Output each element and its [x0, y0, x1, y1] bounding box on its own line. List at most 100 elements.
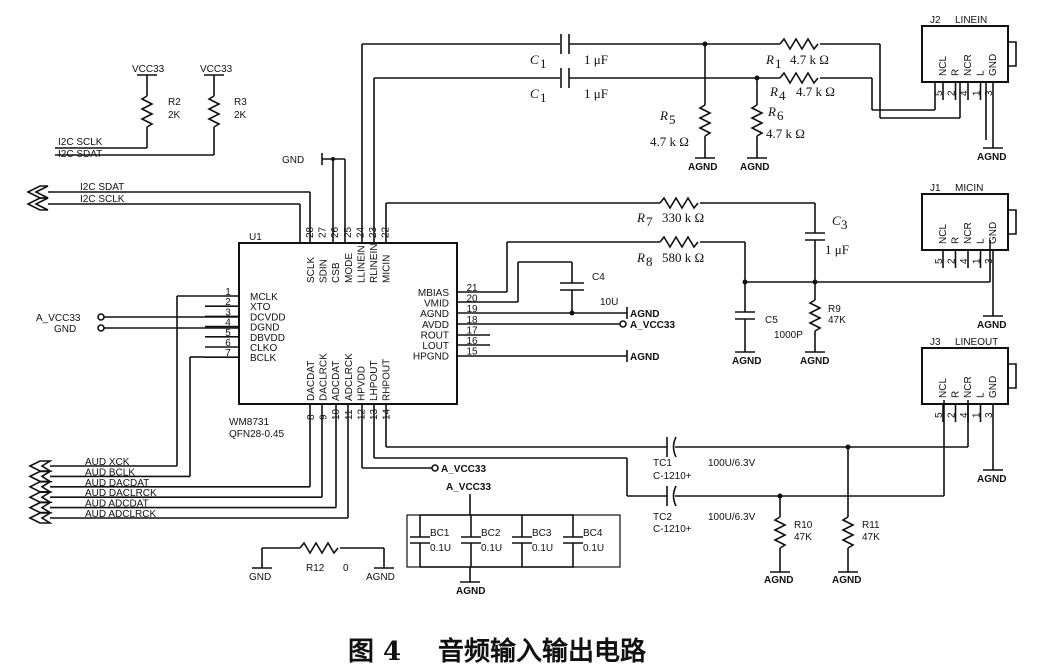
jack-j2-pin-4: GND — [988, 54, 999, 76]
jack-j1-agnd: AGND — [977, 320, 1006, 331]
tc1-ref: TC1 — [653, 458, 672, 469]
u1-pin-15-name: HPGND — [413, 352, 449, 363]
r8-sub: 8 — [646, 254, 653, 269]
r11-val: 47K — [862, 532, 880, 543]
jack-j1-pin-1: R — [951, 237, 962, 244]
jack-j3-ref: J3 — [930, 337, 941, 348]
bc-avcc-label: A_VCC33 — [446, 482, 491, 493]
u1-pin-2-name: XTO — [250, 302, 271, 313]
u1-top-pins: 28SCLK27SDIN26CSB25MODE24LLINEIN23RLINEI… — [305, 226, 393, 283]
r9-ref: R9 — [828, 304, 841, 315]
c1b-val: 1 μF — [584, 86, 608, 101]
lineout-network: TC1 C-1210+ 100U/6.3V TC2 C-1210+ 100U/6… — [653, 400, 969, 586]
u1-pin-7-name: BCLK — [250, 353, 276, 364]
jack-j1-pin-2: NCR — [963, 222, 974, 244]
i2c-sdat-top-label: I2C SDAT — [58, 149, 102, 160]
jack-j2-pin-2: NCR — [963, 54, 974, 76]
jack-j2-num-1: 2 — [947, 90, 958, 96]
r5-agnd: AGND — [688, 162, 717, 173]
u1-pin-15-num: 15 — [466, 347, 478, 358]
jack-j2-name: LINEIN — [955, 15, 987, 26]
u1-pin-25-name: MODE — [344, 253, 355, 283]
jack-j3-pin-0: NCL — [938, 378, 949, 398]
bc2-val: 0.1U — [481, 543, 502, 554]
linein-network: AGND AGND C 1 1 μF C 1 1 μF R 1 4.7 k Ω … — [361, 34, 987, 243]
r3-ref: R3 — [234, 97, 247, 108]
left-gnd-label: GND — [54, 324, 76, 335]
r4-val: 4.7 k Ω — [796, 84, 835, 99]
jack-j3-pin-1: R — [951, 391, 962, 398]
jack-j3-num-4: 3 — [984, 412, 995, 418]
bc1-val: 0.1U — [430, 543, 451, 554]
i2c-sclk-top-label: I2C SCLK — [58, 137, 103, 148]
r2-val: 2K — [168, 110, 181, 121]
caption-title: 音频输入输出电路 — [438, 636, 647, 667]
i2c-sclk-label: I2C SCLK — [80, 194, 125, 205]
jack-j1-num-4: 3 — [984, 258, 995, 264]
r2-vcc-label: VCC33 — [132, 64, 165, 75]
u1-pin-3-name: DCVDD — [250, 312, 286, 323]
u1-pin-3-num: 3 — [225, 307, 231, 318]
gnd-top: GND — [282, 153, 346, 243]
u1-part: WM8731 — [229, 417, 269, 428]
u1-pin-18-num: 18 — [466, 315, 478, 326]
r12: GND AGND R12 0 — [249, 542, 395, 583]
u1-pin-27-name: SDIN — [319, 259, 330, 283]
u1-pin-21-name: MBIAS — [418, 288, 449, 299]
r10-agnd: AGND — [764, 575, 793, 586]
jack-j3-pin-3: L — [976, 392, 987, 398]
caption: 图 4 音频输入输出电路 — [348, 636, 647, 667]
u1-pin-18-name: AVDD — [422, 320, 449, 331]
u1-pin-6-name: CLKO — [250, 343, 277, 354]
u1-pin-20-name: VMID — [424, 299, 449, 310]
c4-ref: C4 — [592, 272, 605, 283]
jack-j2-pin-1: R — [951, 69, 962, 76]
mic-network: R 7 330 k Ω C 3 1 μF R 8 580 k Ω C5 1000… — [385, 197, 991, 367]
tc2-ref: TC2 — [653, 512, 672, 523]
r9-agnd: AGND — [800, 356, 829, 367]
c1a-ref: C — [530, 52, 539, 67]
bypass-caps: A_VCC33 AGND BC10.1UBC20.1UBC30.1UBC40.1… — [406, 482, 621, 597]
u1-pin-2-num: 2 — [225, 297, 231, 308]
u1-pin-13-name: LHPOUT — [369, 360, 380, 401]
r1-ref: R — [765, 52, 774, 67]
bc2-ref: BC2 — [481, 528, 501, 539]
r4-sub: 4 — [779, 88, 786, 103]
tc1-pkg: C-1210+ — [653, 471, 692, 482]
u1-pin-7-num: 7 — [225, 348, 231, 359]
bc1-ref: BC1 — [430, 528, 450, 539]
pullup-r2: VCC33 R2 2K — [132, 64, 181, 148]
jack-j1-num-1: 2 — [947, 258, 958, 264]
aud-label-5: AUD ADCLRCK — [85, 509, 156, 520]
bc4-val: 0.1U — [583, 543, 604, 554]
u1-pin-10-name: ADCDAT — [331, 361, 342, 401]
r6-ref: R — [767, 104, 776, 119]
u1-pin-8-name: DACDAT — [306, 361, 317, 401]
r11-ref: R11 — [862, 520, 880, 531]
left-supply: A_VCC33 GND — [36, 313, 239, 335]
jack-j3-name: LINEOUT — [955, 337, 998, 348]
tc2-pkg: C-1210+ — [653, 524, 692, 535]
u1-pin-4-name: DGND — [250, 323, 279, 334]
jack-j3-num-2: 4 — [959, 412, 970, 418]
pin15-agnd: AGND — [630, 352, 659, 363]
r5-sub: 5 — [669, 112, 676, 127]
c3-ref: C — [832, 213, 841, 228]
jack-j2-num-4: 3 — [984, 90, 995, 96]
aud-label-1: AUD BCLK — [85, 467, 135, 478]
bc3-ref: BC3 — [532, 528, 552, 539]
u1-pin-23-name: RLINEIN — [369, 244, 380, 283]
c4-network: AGND C4 10U A_VCC33 AGND — [457, 261, 675, 363]
jack-j1-name: MICIN — [955, 183, 983, 194]
u1-pin-8-num: 8 — [306, 414, 317, 420]
u1-pin-21-num: 21 — [466, 283, 478, 294]
jack-j2-pin-3: L — [976, 70, 987, 76]
r5-ref: R — [659, 108, 668, 123]
caption-figure: 图 4 — [348, 637, 401, 667]
r12-agnd: AGND — [366, 572, 395, 583]
